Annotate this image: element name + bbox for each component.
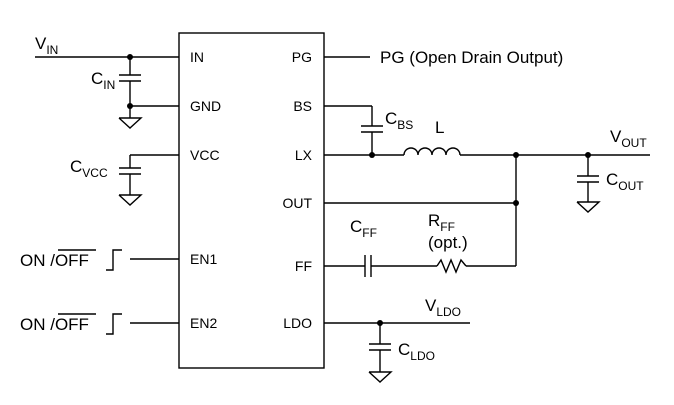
pin-vcc: VCC xyxy=(190,147,220,163)
pin-out: OUT xyxy=(282,195,312,211)
ground-icon-cin xyxy=(118,117,143,129)
junction-lx xyxy=(369,152,375,158)
cvcc-label: CVCC xyxy=(70,157,108,180)
cin-label: CIN xyxy=(91,69,115,92)
cldo-label: CLDO xyxy=(398,340,435,363)
pin-pg: PG xyxy=(292,49,312,65)
cff-label: CFF xyxy=(350,217,377,240)
pin-ldo: LDO xyxy=(283,315,312,331)
rff-opt-label: (opt.) xyxy=(428,233,468,252)
en2-label: ON /OFF xyxy=(20,315,89,334)
ic-body xyxy=(178,32,325,369)
en1-step-icon xyxy=(106,249,122,271)
inductor-label: L xyxy=(435,118,444,137)
pin-en1: EN1 xyxy=(190,251,217,267)
ground-icon-cldo xyxy=(368,371,393,383)
pin-ff: FF xyxy=(295,258,312,274)
resistor-icon xyxy=(436,258,467,274)
junction-out xyxy=(513,200,519,206)
pin-bs: BS xyxy=(293,98,312,114)
cout-label: COUT xyxy=(606,170,644,193)
ground-icon-cout xyxy=(576,201,601,213)
pin-in: IN xyxy=(190,49,204,65)
cbs-label: CBS xyxy=(385,109,413,132)
en2-step-icon xyxy=(106,313,122,335)
rff-label: RFF xyxy=(428,211,455,234)
vout-label: VOUT xyxy=(610,127,647,150)
inductor-icon xyxy=(403,147,461,156)
pg-output-label: PG (Open Drain Output) xyxy=(380,48,563,67)
ground-icon-cvcc xyxy=(118,194,143,206)
pin-gnd: GND xyxy=(190,98,221,114)
vldo-label: VLDO xyxy=(425,296,461,319)
vin-label: VIN xyxy=(35,34,58,57)
en1-label: ON /OFF xyxy=(20,251,89,270)
pin-lx: LX xyxy=(295,147,313,163)
pin-en2: EN2 xyxy=(190,315,217,331)
